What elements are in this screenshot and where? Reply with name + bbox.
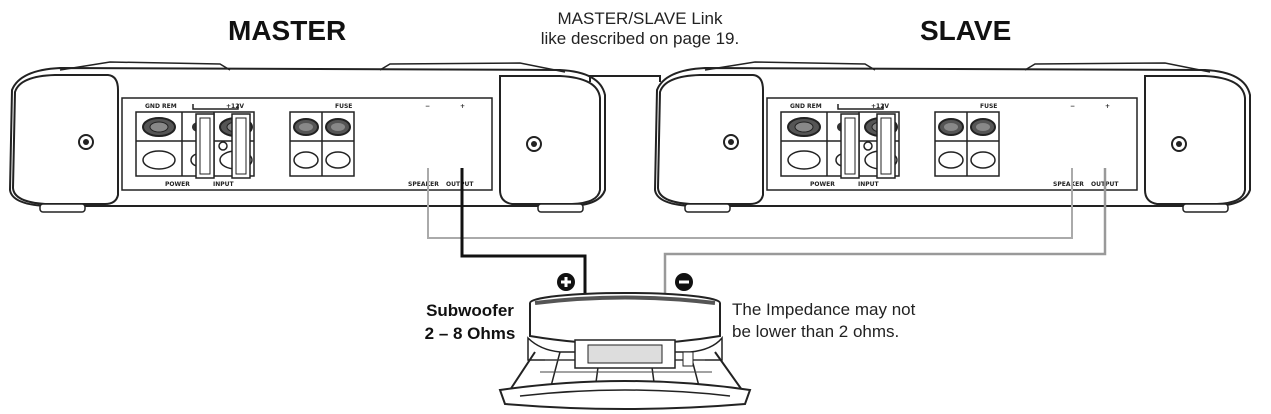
master-title: MASTER bbox=[228, 15, 346, 46]
plus12v-label: +12V bbox=[871, 103, 889, 110]
plus-mark: + bbox=[1105, 103, 1110, 110]
speaker-label: SPEAKER bbox=[408, 181, 439, 188]
output-label: OUTPUT bbox=[446, 181, 474, 188]
input-label: INPUT bbox=[858, 181, 880, 188]
minus-mark: − bbox=[425, 103, 430, 110]
link-note-line1: MASTER/SLAVE Link bbox=[557, 9, 723, 28]
impedance-note-line1: The Impedance may not bbox=[732, 300, 916, 319]
gnd-rem-label: GND REM bbox=[145, 103, 177, 110]
wiring bbox=[427, 168, 1107, 298]
input-label: INPUT bbox=[213, 181, 235, 188]
negative-wire bbox=[663, 168, 1107, 296]
subwoofer-icon bbox=[498, 292, 752, 410]
slave-amplifier bbox=[654, 61, 1251, 213]
speaker-label: SPEAKER bbox=[1053, 181, 1084, 188]
subwoofer-ohms: 2 – 8 Ohms bbox=[425, 324, 516, 343]
link-note-line2: like described on page 19. bbox=[541, 29, 739, 48]
link-wire bbox=[427, 168, 1073, 239]
positive-wire bbox=[460, 168, 587, 298]
master-amplifier bbox=[9, 61, 606, 213]
fuse-label: FUSE bbox=[335, 103, 352, 110]
minus-mark: − bbox=[1070, 103, 1075, 110]
master-panel-text: GND REM +12V FUSE POWER INPUT − + SPEAKE… bbox=[145, 103, 474, 188]
slave-title: SLAVE bbox=[920, 15, 1011, 46]
plus-symbol bbox=[557, 273, 575, 291]
gnd-rem-label: GND REM bbox=[790, 103, 822, 110]
fuse-label: FUSE bbox=[980, 103, 997, 110]
plus12v-label: +12V bbox=[226, 103, 244, 110]
plus-mark: + bbox=[460, 103, 465, 110]
link-bridge bbox=[589, 75, 661, 82]
subwoofer-label: Subwoofer bbox=[426, 301, 514, 320]
minus-symbol bbox=[675, 273, 693, 291]
power-label: POWER bbox=[165, 181, 190, 188]
impedance-note-line2: be lower than 2 ohms. bbox=[732, 322, 899, 341]
power-label: POWER bbox=[810, 181, 835, 188]
